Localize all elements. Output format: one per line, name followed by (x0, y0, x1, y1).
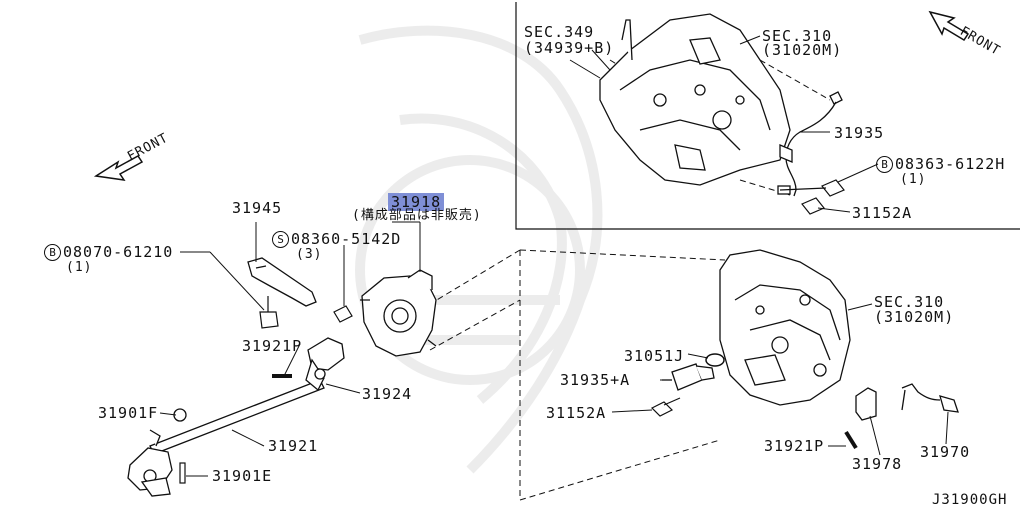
part-31970-label[interactable]: 31970 (920, 443, 971, 461)
part-31901e-label[interactable]: 31901E (212, 467, 273, 485)
part-31921p-right-label[interactable]: 31921P (764, 437, 825, 455)
pin-lower (844, 430, 858, 450)
sec310-top-title[interactable]: SEC.310 (762, 27, 833, 45)
bolt-6122h-qty: (1) (900, 172, 927, 187)
part-31921p-left-label[interactable]: 31921P (242, 337, 303, 355)
part-31051j-label[interactable]: 31051J (624, 347, 685, 365)
bracket-31945 (247, 257, 317, 307)
front-arrow-right (928, 10, 970, 42)
screw-5142d-qty: (3) (296, 247, 323, 262)
bolt-prefix-icon: B (876, 156, 893, 173)
speed-sensor-lower (662, 363, 715, 391)
bolt-61210-qty: (1) (66, 260, 93, 275)
part-31901f-label[interactable]: 31901F (98, 404, 159, 422)
part-31935-label[interactable]: 31935 (834, 124, 885, 142)
leader-lines (159, 35, 949, 477)
part-31935a-label[interactable]: 31935+A (560, 371, 631, 389)
sec349-title[interactable]: SEC.349 (524, 23, 595, 41)
sec310-bottom-ref: (31020M) (874, 308, 955, 326)
sec349-ref: (34939+B) (524, 39, 615, 57)
o-ring (705, 353, 725, 367)
speed-sensor-upper (777, 91, 843, 197)
bolt-upper (779, 179, 845, 215)
inset-frame (515, 2, 1020, 230)
part-31921-label[interactable]: 31921 (268, 437, 319, 455)
part-31918-label[interactable]: 31918 (388, 193, 445, 211)
part-31918-note: (構成部品は非販売) (352, 208, 482, 223)
bolt-left (259, 296, 279, 329)
part-31945-label[interactable]: 31945 (232, 199, 283, 217)
part-31152a-bottom-label[interactable]: 31152A (546, 404, 607, 422)
shift-shaft-assembly (127, 379, 325, 497)
part-31924-label[interactable]: 31924 (362, 385, 413, 403)
upper-transmission-case (599, 13, 791, 186)
screw-left (333, 305, 353, 323)
screw-prefix-icon: S (272, 231, 289, 248)
bolt-lower (650, 397, 681, 417)
bolt-prefix-icon: B (44, 244, 61, 261)
lower-transmission-case (719, 249, 851, 406)
sec310-top-ref: (31020M) (762, 41, 843, 59)
bracket-and-cable (855, 383, 959, 421)
part-31152a-top-label[interactable]: 31152A (852, 204, 913, 222)
shift-lever (305, 337, 345, 392)
part-31978-label[interactable]: 31978 (852, 455, 903, 473)
watermark-emblem (355, 25, 603, 474)
actuator-unit (360, 269, 437, 357)
sec310-bottom-title[interactable]: SEC.310 (874, 293, 945, 311)
diagram-code: J31900GH (932, 492, 1008, 508)
pin-31901e (179, 462, 186, 484)
front-arrow-left (93, 155, 144, 181)
